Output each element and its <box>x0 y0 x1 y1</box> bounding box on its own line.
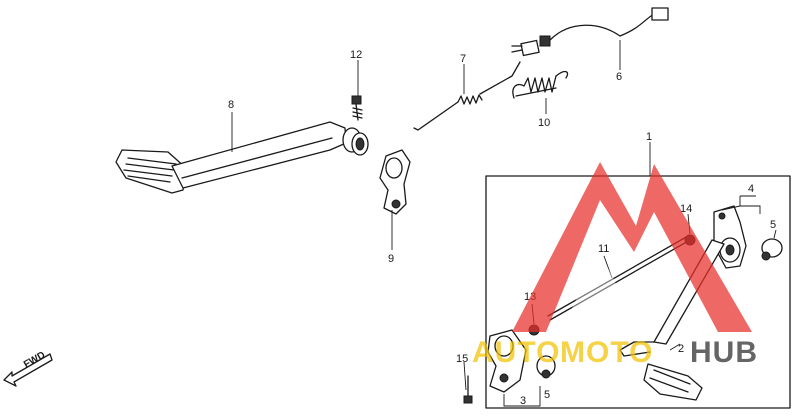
watermark-logo: AUTO MOTO HUB <box>472 162 758 369</box>
callout-15: 15 <box>456 353 468 365</box>
callout-labels: 1 2 3 4 5 5 6 7 8 9 10 11 12 13 14 15 <box>228 49 776 407</box>
watermark-hub: HUB <box>690 336 758 369</box>
callout-8: 8 <box>228 99 234 111</box>
shift-arm-lower-3 <box>487 329 527 393</box>
callout-5-upper: 5 <box>770 219 776 231</box>
watermark-moto: MOTO <box>560 336 653 369</box>
return-spring-10 <box>512 70 569 99</box>
brake-switch-6 <box>511 7 669 57</box>
forward-arrow: FWD <box>3 350 53 387</box>
callout-5-lower: 5 <box>544 389 550 401</box>
assembly-frame <box>485 175 791 409</box>
ball-joint-5-upper <box>761 238 783 261</box>
watermark-triangle-shape <box>512 162 752 332</box>
callout-12: 12 <box>350 49 362 61</box>
bracket-9 <box>379 149 411 215</box>
bolt-12 <box>351 95 363 121</box>
callout-1: 1 <box>646 131 652 143</box>
shift-arm-upper-4 <box>713 205 747 269</box>
callout-2: 2 <box>678 343 684 355</box>
ball-joint-5-lower <box>536 355 556 379</box>
callout-7: 7 <box>460 53 466 65</box>
brake-pedal <box>115 121 369 194</box>
callout-9: 9 <box>388 253 394 265</box>
callout-14: 14 <box>680 203 692 215</box>
callout-6: 6 <box>616 71 622 83</box>
callout-3: 3 <box>520 395 526 407</box>
watermark-auto: AUTO <box>472 336 560 369</box>
callout-11: 11 <box>598 243 609 255</box>
callout-4: 4 <box>748 183 754 195</box>
bolt-15 <box>463 375 473 404</box>
leader-lines <box>231 40 777 407</box>
spring-rod-7 <box>413 61 521 131</box>
callout-10: 10 <box>538 117 550 129</box>
